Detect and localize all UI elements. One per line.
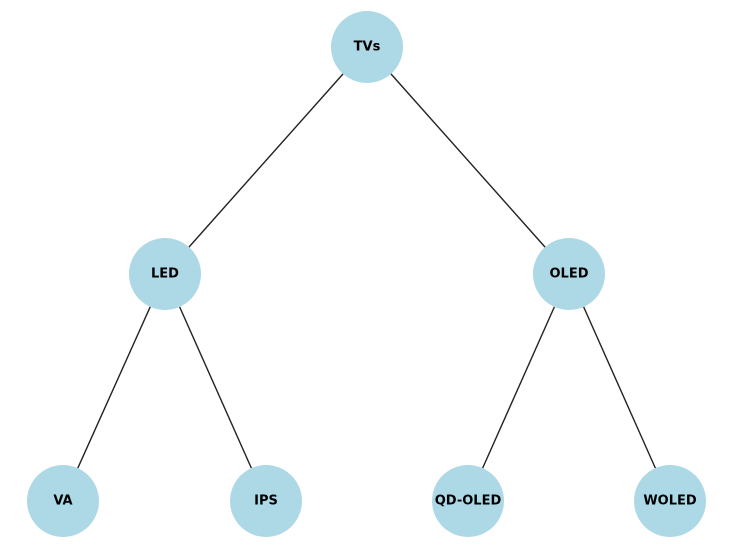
node-led: LED xyxy=(129,238,201,310)
node-oled: OLED xyxy=(533,238,605,310)
node-tvs-label: TVs xyxy=(354,40,381,55)
node-qd-oled-label: QD-OLED xyxy=(435,494,502,509)
node-oled-label: OLED xyxy=(549,267,588,282)
node-tvs-circle xyxy=(331,11,403,83)
edges xyxy=(77,73,657,469)
node-qd-oled-circle xyxy=(432,465,504,537)
edge-tvs-led xyxy=(188,73,344,248)
node-qd-oled: QD-OLED xyxy=(432,465,504,537)
node-va-label: VA xyxy=(53,494,72,509)
edge-led-ips xyxy=(178,306,253,469)
node-va: VA xyxy=(27,465,99,537)
edge-oled-woled xyxy=(582,306,657,469)
node-woled-label: WOLED xyxy=(643,494,697,509)
edge-led-va xyxy=(77,306,151,469)
node-oled-circle xyxy=(533,238,605,310)
node-ips-circle xyxy=(230,465,302,537)
node-led-circle xyxy=(129,238,201,310)
edge-tvs-oled xyxy=(390,73,546,248)
node-va-circle xyxy=(27,465,99,537)
node-woled-circle xyxy=(634,465,706,537)
node-woled: WOLED xyxy=(634,465,706,537)
node-ips-label: IPS xyxy=(254,494,278,509)
edge-oled-qd-oled xyxy=(481,306,556,469)
node-led-label: LED xyxy=(151,267,179,282)
node-ips: IPS xyxy=(230,465,302,537)
node-tvs: TVs xyxy=(331,11,403,83)
